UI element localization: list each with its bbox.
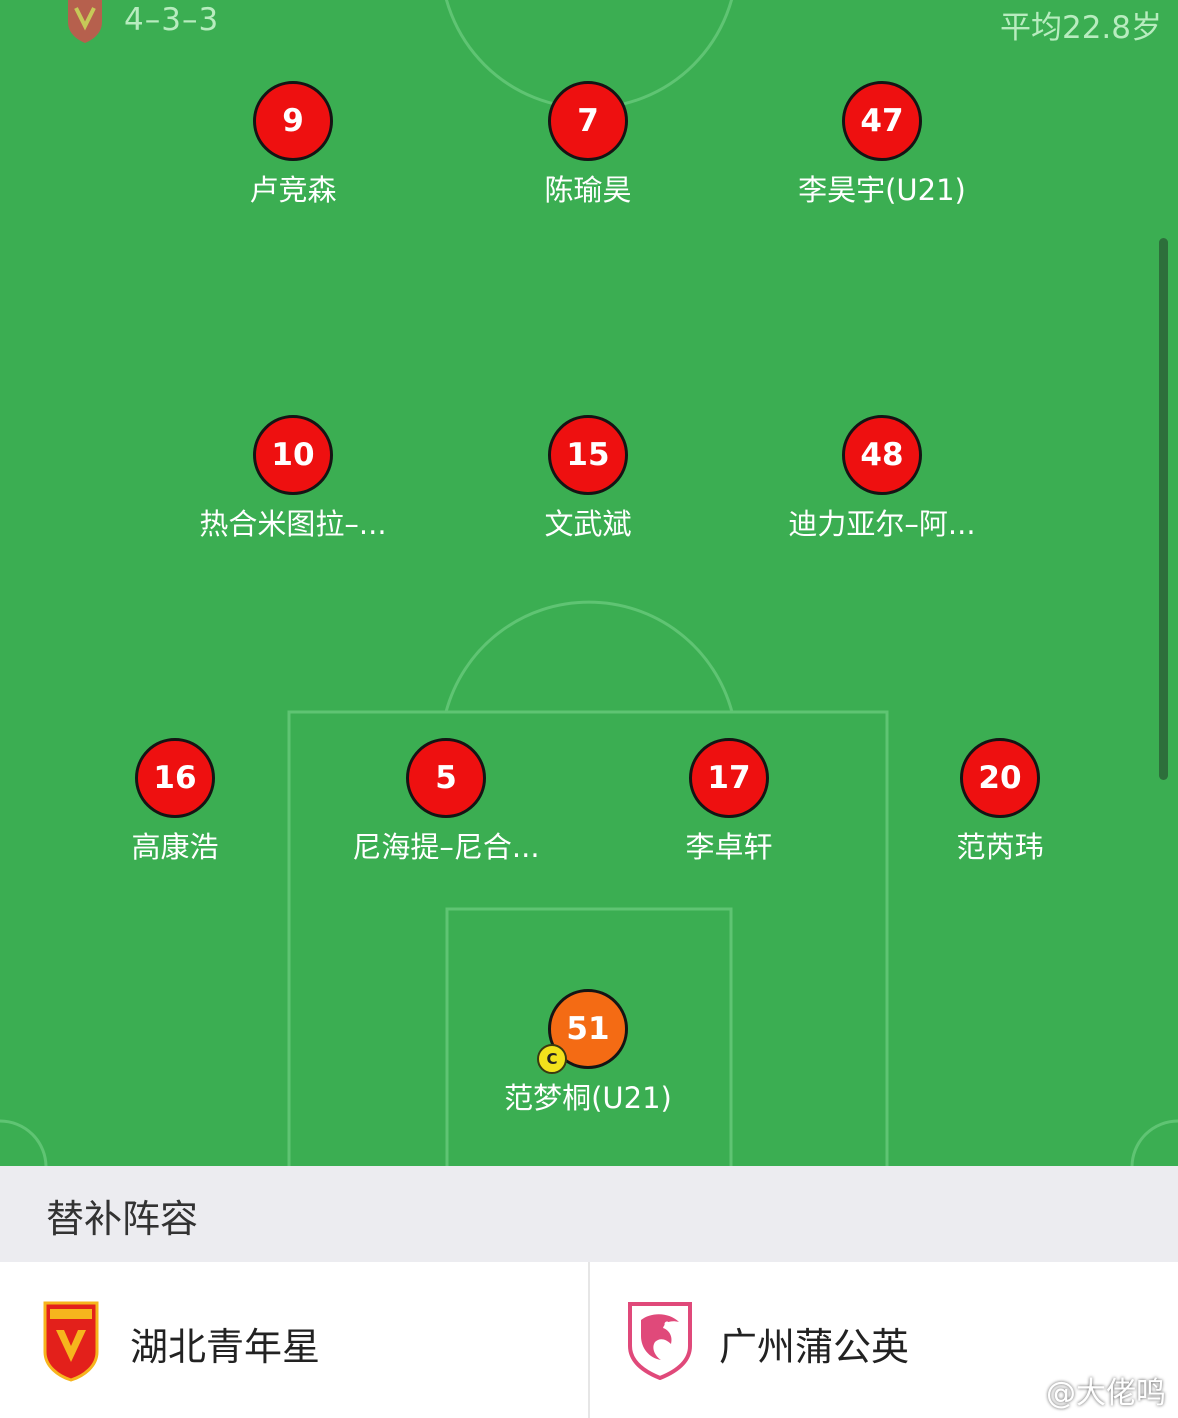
player-number-badge: 5	[406, 738, 486, 818]
player-name: 卢竞森	[249, 173, 337, 207]
player-48[interactable]: 48 迪力亚尔–阿...	[752, 415, 1012, 543]
player-number-badge: 10	[253, 415, 333, 495]
formation-label: 4–3–3	[124, 2, 220, 38]
weibo-icon	[1008, 1378, 1041, 1404]
player-number-badge: 7	[548, 81, 628, 161]
player-10[interactable]: 10 热合米图拉–...	[163, 415, 423, 543]
player-51-goalkeeper[interactable]: 51 C 范梦桐(U21)	[458, 989, 718, 1117]
home-team-name: 湖北青年星	[130, 1325, 321, 1369]
player-47[interactable]: 47 李昊宇(U21)	[752, 81, 1012, 209]
scrollbar[interactable]	[1159, 238, 1168, 780]
player-name: 迪力亚尔–阿...	[788, 507, 976, 541]
player-name: 范梦桐(U21)	[504, 1081, 672, 1115]
player-15[interactable]: 15 文武斌	[458, 415, 718, 543]
hubei-istar-crest-icon	[43, 1301, 99, 1382]
player-number: 51	[566, 1011, 610, 1047]
away-team-name: 广州蒲公英	[719, 1325, 910, 1369]
player-number-badge: 48	[842, 415, 922, 495]
player-number-badge: 15	[548, 415, 628, 495]
average-age: 平均22.8岁	[999, 10, 1162, 46]
captain-badge: C	[537, 1044, 567, 1074]
player-name: 热合米图拉–...	[199, 507, 387, 541]
player-name: 陈瑜昊	[544, 173, 632, 207]
pitch: 4–3–3 平均22.8岁 9 卢竞森 7 陈瑜昊 47 李昊宇(U21) 10…	[0, 0, 1178, 1166]
goalkeeper-number-badge: 51 C	[537, 989, 628, 1074]
substitutes-header: 替补阵容	[0, 1166, 1178, 1262]
player-20[interactable]: 20 范芮玮	[870, 738, 1130, 866]
player-number-badge: 17	[689, 738, 769, 818]
player-name: 高康浩	[131, 830, 219, 864]
watermark: @大佬鸣	[1008, 1368, 1166, 1412]
player-name: 文武斌	[544, 507, 632, 541]
tab-away-team[interactable]: 广州蒲公英	[589, 1262, 1177, 1418]
player-number-badge: 47	[842, 81, 922, 161]
player-name: 李卓轩	[685, 830, 773, 864]
tab-home-team[interactable]: 湖北青年星	[0, 1262, 590, 1418]
team-tabs: 湖北青年星 广州蒲公英	[0, 1262, 1178, 1418]
player-17[interactable]: 17 李卓轩	[599, 738, 859, 866]
watermark-text: @大佬鸣	[1046, 1376, 1166, 1411]
player-name: 尼海提–尼合...	[352, 830, 540, 864]
player-16[interactable]: 16 高康浩	[45, 738, 305, 866]
player-number-badge: 16	[135, 738, 215, 818]
player-number-badge: 9	[253, 81, 333, 161]
player-7[interactable]: 7 陈瑜昊	[458, 81, 718, 209]
player-number-badge: 20	[960, 738, 1040, 818]
player-9[interactable]: 9 卢竞森	[163, 81, 423, 209]
guangzhou-eagle-crest-icon	[628, 1302, 692, 1380]
team-crest-icon	[68, 0, 102, 43]
player-5[interactable]: 5 尼海提–尼合...	[316, 738, 576, 866]
player-name: 范芮玮	[956, 830, 1044, 864]
player-name: 李昊宇(U21)	[798, 173, 966, 207]
substitutes-title: 替补阵容	[46, 1197, 199, 1241]
